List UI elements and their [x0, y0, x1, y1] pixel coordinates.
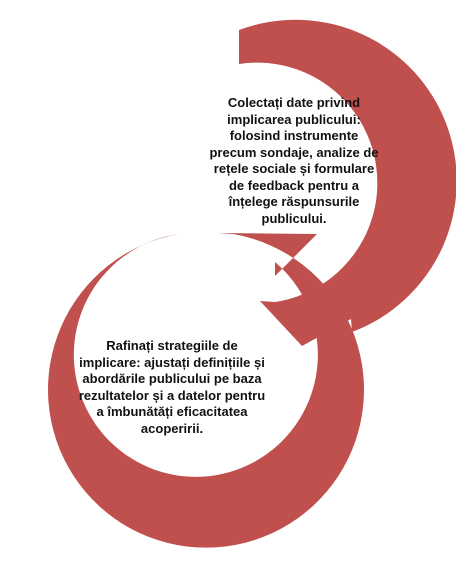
step-collect-data-text: Colectați date privind implicarea public… — [209, 95, 379, 226]
bottom-cycle-arrow — [48, 233, 365, 548]
step-refine-strategies-text: Rafinați strategiile de implicare: ajust… — [78, 338, 266, 436]
top-cycle-arrow — [239, 19, 456, 346]
